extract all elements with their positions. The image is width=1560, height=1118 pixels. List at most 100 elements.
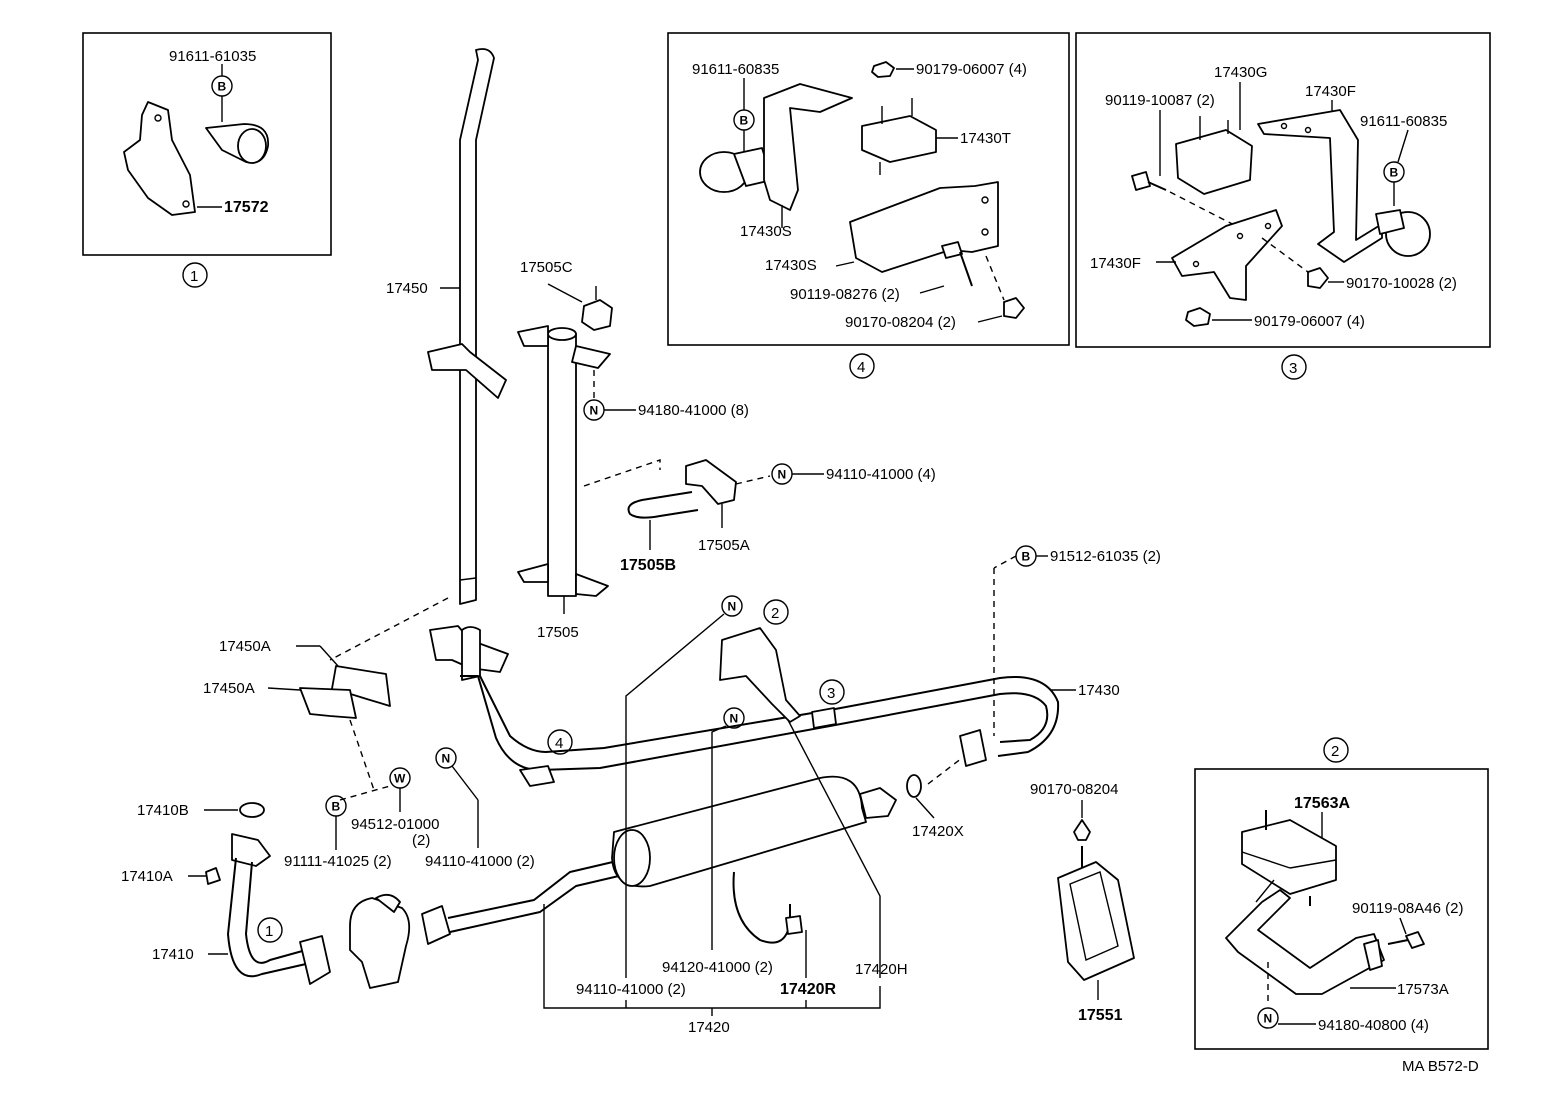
inset-3-number: [1281, 354, 1307, 380]
u-bolt-17505b: [627, 491, 699, 519]
label-91512-61035: 91512-61035 (2): [1050, 548, 1161, 565]
svg-text:4: 4: [555, 735, 563, 752]
inset-3: 17430G 90119-10087 (2) 17430F 91611-6083…: [1075, 32, 1491, 380]
svg-text:3: 3: [827, 685, 835, 702]
svg-text:N: N: [1264, 1012, 1273, 1026]
label-17505a: 17505A: [698, 537, 750, 554]
mount-17563a: [1241, 819, 1337, 895]
svg-text:N: N: [728, 600, 737, 614]
hanger-17450a: 17450A 17450A B 91111-41025 (2) W 94512-…: [203, 638, 535, 870]
svg-text:2: 2: [1331, 743, 1339, 760]
label-17420h: 17420H: [855, 961, 908, 978]
marker-4: [547, 729, 573, 755]
heat-shield-17551: 90170-08204 17551: [1030, 781, 1135, 1024]
svg-text:B: B: [740, 114, 749, 128]
label-17420: 17420: [688, 1019, 730, 1036]
label-94512-01000: 94512-01000: [351, 816, 439, 833]
label-17572: 17572: [224, 199, 269, 216]
marker-1: [257, 917, 283, 943]
nut-90170-10028: [1307, 267, 1329, 289]
label-90179-06007: 90179-06007 (4): [916, 61, 1027, 78]
muffler-body: [611, 775, 867, 888]
gasket-17410b: [239, 802, 265, 818]
bracket-17430s-upper: [763, 83, 853, 211]
inset-2-frame: [1194, 768, 1489, 1050]
marker-3: [819, 679, 845, 705]
bolt-90119-08a46: [1405, 931, 1425, 949]
label-94180-41000: 94180-41000 (8): [638, 402, 749, 419]
label-91611-60835: 91611-60835: [692, 61, 779, 78]
label-91611-61035: 91611-61035: [169, 48, 256, 65]
label-17410a: 17410A: [121, 868, 173, 885]
svg-text:4: 4: [857, 359, 865, 376]
label-90119-10087: 90119-10087 (2): [1105, 92, 1215, 109]
inset-4: 91611-60835 B 17430S 90179-06007 (4) 174…: [667, 32, 1070, 379]
label-94120-41000: 94120-41000 (2): [662, 959, 773, 976]
inset-1-number: [182, 262, 208, 288]
bracket-17430f-lower: [1171, 209, 1283, 301]
label-17450a-b: 17450A: [203, 680, 255, 697]
tailpipe-17450: 17450: [386, 48, 507, 605]
label-17410: 17410: [152, 946, 194, 963]
shield-17551: [1057, 861, 1135, 981]
label-90170-10028: 90170-10028 (2): [1346, 275, 1457, 292]
inset-3-frame: [1075, 32, 1491, 348]
strap-17420r: [732, 871, 791, 944]
label-17450: 17450: [386, 280, 428, 297]
label-17430s-b: 17430S: [765, 257, 817, 274]
pipe-support-17505: 17505 17505C N 94180-41000 (8) 17505B 17…: [517, 259, 936, 641]
label-91111-41025: 91111-41025 (2): [284, 853, 392, 870]
inset-2-number: [1323, 737, 1349, 763]
svg-text:N: N: [778, 468, 787, 482]
svg-text:2: 2: [771, 605, 779, 622]
label-17505c: 17505C: [520, 259, 573, 276]
label-17563a: 17563A: [1294, 795, 1350, 812]
svg-text:B: B: [1390, 166, 1399, 180]
inset-2: 2 17563A 90119-08A46 (2) 17573A N 94180-…: [1194, 737, 1489, 1050]
inset-1-frame: [82, 32, 332, 256]
inset-4-number: [849, 353, 875, 379]
muffler-17420: 17420R 17420H 2 3 4 1 N N 94120-41000 (2…: [257, 595, 908, 1036]
mount-17430g: [1175, 129, 1253, 195]
label-17420x: 17420X: [912, 823, 964, 840]
svg-text:B: B: [332, 800, 341, 814]
label-17505b: 17505B: [620, 557, 676, 574]
inset-4-frame: [667, 32, 1070, 346]
label-90170-08204-main: 90170-08204: [1030, 781, 1118, 798]
svg-text:N: N: [730, 712, 739, 726]
label-17505: 17505: [537, 624, 579, 641]
hanger-bracket: [719, 627, 801, 723]
label-17430t: 17430T: [960, 130, 1011, 147]
front-pipe-17410: 17410B 17410A 17410: [121, 802, 451, 989]
clamp-17505a: [685, 459, 737, 505]
svg-text:W: W: [394, 772, 406, 786]
bolt-90119: [941, 241, 963, 259]
label-90179-06007: 90179-06007 (4): [1254, 313, 1365, 330]
tube-17505: [547, 329, 577, 597]
label-94110-41000-2-left: 94110-41000 (2): [425, 853, 535, 870]
label-91611-60835: 91611-60835: [1360, 113, 1447, 130]
svg-text:N: N: [442, 752, 451, 766]
label-90119-08a46: 90119-08A46 (2): [1352, 900, 1463, 917]
nut-17410a: [205, 867, 221, 885]
label-17551: 17551: [1078, 1007, 1123, 1024]
label-17410b: 17410B: [137, 802, 189, 819]
nut-90170: [1003, 297, 1025, 319]
nut-90179: [871, 61, 895, 78]
nut-90170-08204: [1073, 819, 1091, 841]
nut-90179-06007: [1185, 307, 1211, 327]
mount-17505c: [581, 299, 613, 331]
label-94110-41000-2: 94110-41000 (2): [576, 981, 686, 998]
label-17420r: 17420R: [780, 981, 836, 998]
label-90170-08204: 90170-08204 (2): [845, 314, 956, 331]
svg-text:B: B: [1022, 550, 1031, 564]
svg-text:B: B: [218, 80, 227, 94]
tailpipe-bracket: [427, 343, 507, 399]
label-17430g: 17430G: [1214, 64, 1267, 81]
bracket-17573a: [1225, 889, 1385, 995]
label-17430: 17430: [1078, 682, 1120, 699]
label-94180-40800: 94180-40800 (4): [1318, 1017, 1429, 1034]
label-17450a-a: 17450A: [219, 638, 271, 655]
svg-text:1: 1: [190, 268, 198, 285]
label-17430f-b: 17430F: [1090, 255, 1141, 272]
